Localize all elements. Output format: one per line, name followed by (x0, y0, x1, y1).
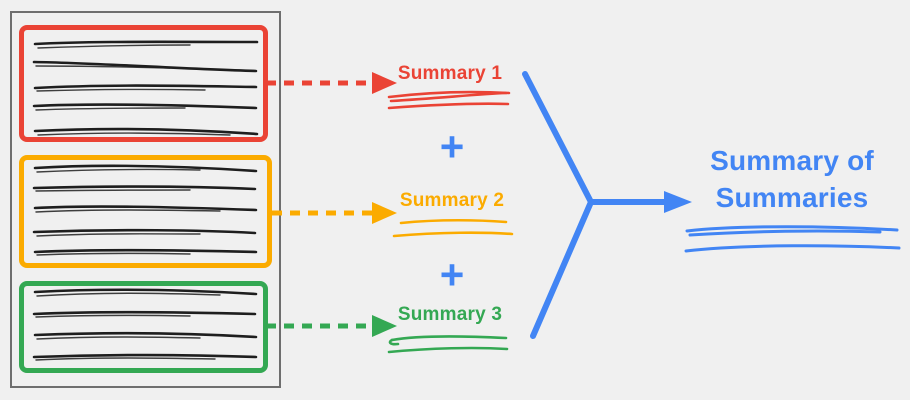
summary-2-label: Summary 2 (399, 190, 505, 211)
plus-icon-2: + (439, 251, 465, 298)
chunk2-to-summary2-arrow (272, 202, 397, 224)
chunk-1-text-scribbles (32, 40, 259, 136)
chunk3-to-summary3-arrow (266, 315, 397, 337)
result-scribble (684, 225, 901, 253)
summary-3-scribble (387, 335, 509, 354)
summary-3-label: Summary 3 (397, 304, 503, 325)
summary-2-scribble (392, 218, 514, 238)
chunk-3-text-scribbles (32, 288, 258, 361)
summary-1-scribble (387, 90, 511, 110)
document-chunk-1 (19, 25, 268, 142)
summary-of-summaries-label: Summary of Summaries (710, 145, 874, 213)
chunk1-to-summary1-arrow (266, 72, 397, 94)
document-chunk-2 (19, 155, 272, 268)
merge-arrow (522, 71, 692, 339)
document-chunk-3 (19, 281, 268, 373)
plus-icon-1: + (439, 123, 465, 170)
chunk-2-text-scribbles (32, 164, 258, 256)
summary-1-label: Summary 1 (397, 63, 503, 84)
source-document (10, 11, 281, 388)
